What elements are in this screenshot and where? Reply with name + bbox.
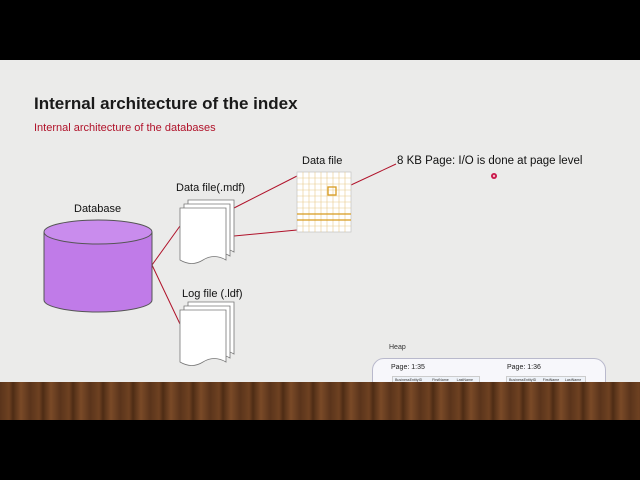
- connector-db-to-datafile: [151, 225, 181, 266]
- heap-title: Heap: [389, 344, 406, 351]
- connector-db-to-logfile: [151, 264, 181, 325]
- column-header: LastName: [562, 376, 586, 383]
- connector-datafile-to-pages-top: [233, 175, 298, 209]
- database-cylinder: [43, 219, 153, 313]
- log-file-stack: [179, 301, 235, 366]
- database-label: Database: [74, 203, 122, 215]
- column-header: FirstName: [430, 376, 455, 383]
- architecture-diagram: [43, 163, 497, 366]
- highlighted-page: [327, 186, 337, 196]
- heap-page-1-label: Page: 1:35: [391, 364, 425, 371]
- column-header: FirstName: [540, 376, 563, 383]
- data-file-stack: [179, 199, 235, 264]
- data-file-page-grid: [296, 171, 352, 233]
- column-header: LastName: [454, 376, 480, 383]
- page-annotation: 8 KB Page: I/O is done at page level: [397, 155, 583, 167]
- wood-floor-background: [0, 382, 640, 420]
- data-file-detail-label: Data file: [302, 155, 343, 167]
- column-header: BusinessEntityID: [392, 376, 431, 383]
- slide-title: Internal architecture of the index: [34, 94, 298, 113]
- connector-datafile-to-pages-bottom: [233, 229, 298, 237]
- slide-subtitle: Internal architecture of the databases: [34, 122, 216, 134]
- data-file-mdf-label: Data file(.mdf): [176, 182, 246, 194]
- log-file-ldf-label: Log file (.ldf): [182, 288, 243, 300]
- presentation-slide: Internal architecture of the index Inter…: [0, 60, 640, 420]
- heap-page-2-label: Page: 1:36: [507, 364, 541, 371]
- column-header: BusinessEntityID: [506, 376, 541, 383]
